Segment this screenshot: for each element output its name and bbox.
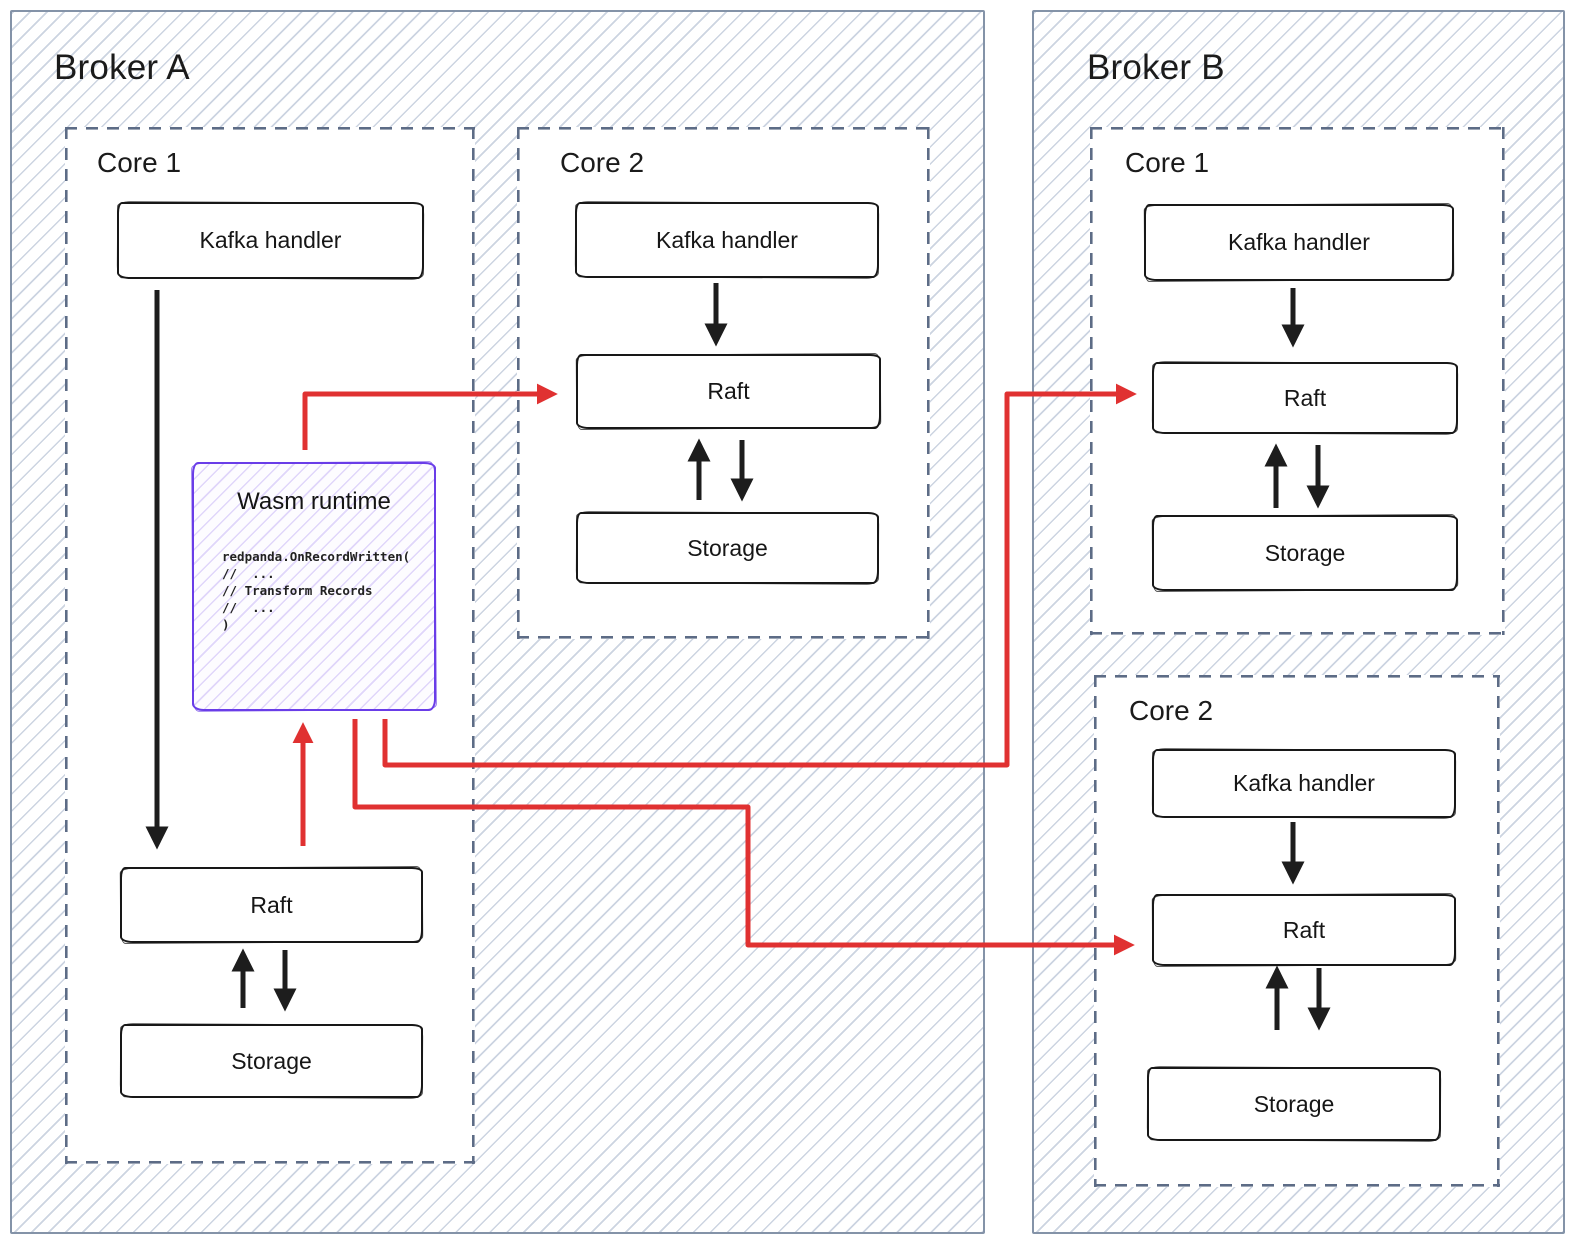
broker-a-core-2: Core 2 Kafka handler Raft Storage	[517, 127, 930, 639]
broker-a-core-1-kafka-handler-box: Kafka handler	[117, 202, 424, 279]
broker-a-core-2-storage-box: Storage	[576, 512, 879, 584]
broker-b-container: Broker B Core 1 Kafka handler Raft Stora…	[1032, 10, 1565, 1234]
storage-label: Storage	[1264, 539, 1346, 566]
wasm-runtime-code: redpanda.OnRecordWritten( // ... // Tran…	[222, 549, 411, 632]
wasm-runtime-box: Wasm runtime redpanda.OnRecordWritten( /…	[192, 462, 436, 711]
broker-b-core-2: Core 2 Kafka handler Raft Storage	[1094, 675, 1500, 1187]
kafka-handler-label: Kafka handler	[199, 227, 342, 253]
broker-a-title: Broker A	[54, 48, 190, 87]
broker-a-container: Broker A Core 1 Kafka handler Wasm runti…	[10, 10, 985, 1234]
raft-label: Raft	[1282, 916, 1326, 943]
broker-b-title: Broker B	[1087, 48, 1225, 87]
broker-b-core-1-kafka-handler-box: Kafka handler	[1144, 204, 1454, 281]
raft-label: Raft	[1283, 384, 1327, 411]
broker-a-core-2-kafka-handler-box: Kafka handler	[575, 202, 879, 278]
broker-a-core-1: Core 1 Kafka handler Wasm runtime redpan…	[65, 127, 475, 1164]
kafka-handler-label: Kafka handler	[1228, 229, 1370, 255]
broker-b-core-1: Core 1 Kafka handler Raft Storage	[1090, 127, 1505, 635]
kafka-handler-label: Kafka handler	[656, 226, 798, 253]
broker-a-core-1-storage-box: Storage	[120, 1024, 423, 1098]
storage-label: Storage	[1253, 1090, 1335, 1117]
broker-b-core-2-storage-box: Storage	[1147, 1067, 1441, 1141]
broker-b-core-2-kafka-handler-box: Kafka handler	[1152, 749, 1456, 818]
broker-b-core-1-storage-box: Storage	[1152, 515, 1458, 591]
broker-b-core-1-raft-box: Raft	[1152, 362, 1458, 434]
wasm-runtime-title: Wasm runtime	[237, 488, 391, 515]
broker-a-core-2-raft-box: Raft	[576, 354, 881, 429]
raft-label: Raft	[250, 891, 293, 918]
kafka-handler-label: Kafka handler	[1233, 770, 1375, 796]
raft-label: Raft	[707, 378, 750, 404]
storage-label: Storage	[231, 1047, 312, 1074]
broker-a-core-2-title: Core 2	[560, 147, 645, 178]
broker-b-core-2-raft-box: Raft	[1152, 894, 1456, 966]
storage-label: Storage	[687, 534, 768, 561]
broker-b-core-1-title: Core 1	[1125, 147, 1210, 178]
broker-b-core-2-title: Core 2	[1129, 695, 1214, 726]
broker-a-core-1-title: Core 1	[97, 147, 182, 178]
broker-a-core-1-raft-box: Raft	[120, 867, 423, 943]
